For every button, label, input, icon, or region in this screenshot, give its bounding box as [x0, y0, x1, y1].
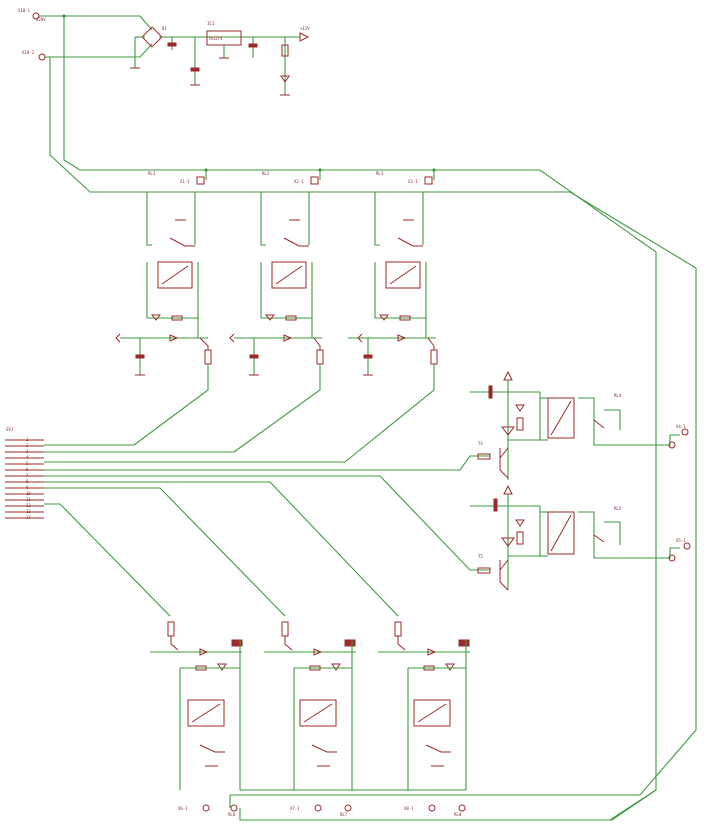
- wire-ac2: [45, 43, 153, 58]
- power-supply: X10-1 220V X10-2 B1 IC1 7812TV: [18, 8, 310, 96]
- relay-block-8: X8-1 RL8: [378, 621, 470, 817]
- connector-pin-label: 11: [26, 497, 31, 502]
- connector-pin-label: 8: [26, 479, 29, 484]
- top-relay-row: RL1 X1-1 RL2 X2-1: [115, 171, 438, 463]
- relay-coil-icon: [157, 261, 193, 289]
- relay-coil-icon: [271, 261, 307, 289]
- regulator-label: IC1: [207, 21, 215, 26]
- transistor-label: T4: [478, 441, 483, 446]
- input-pad-2-label: X10-2: [22, 50, 35, 55]
- relay-terminal-icon[interactable]: [458, 804, 466, 812]
- relay-pad-icon[interactable]: [196, 176, 205, 185]
- connector-pin-label: 5: [26, 461, 29, 466]
- relay-terminal-icon[interactable]: [428, 804, 436, 812]
- relay-coil-icon: [413, 699, 451, 727]
- connector-pin-label: 2: [26, 443, 29, 448]
- relay-terminal-icon[interactable]: [681, 428, 689, 436]
- relay-label: RL1: [148, 171, 156, 176]
- supply-arrow-icon: [503, 484, 513, 495]
- relay-pad-label: X1-1: [180, 179, 190, 184]
- relay-pad-label: X5-1: [676, 538, 686, 543]
- relay-block-1: RL1 X1-1: [115, 171, 212, 446]
- relay-terminal-icon[interactable]: [202, 804, 210, 812]
- bottom-relay-row: X6-1 RL6 X7-1 RL7: [150, 621, 657, 821]
- bus-wires: [49, 16, 697, 821]
- relay-terminal-icon[interactable]: [668, 554, 676, 562]
- relay-terminal-icon[interactable]: [230, 804, 238, 812]
- relay-label: RL7: [340, 812, 348, 817]
- relay-pad-icon[interactable]: [424, 176, 433, 185]
- connector-pin-label: 4: [26, 455, 29, 460]
- relay-label: RL6: [228, 812, 236, 817]
- connector-pin-label: 3: [26, 449, 29, 454]
- supply-arrow-icon: [299, 32, 310, 42]
- relay-coil-icon: [385, 261, 421, 289]
- relay-coil-icon: [547, 511, 575, 555]
- relay-label: RL8: [454, 812, 462, 817]
- relay-block-3: RL3 X3-1: [344, 171, 438, 463]
- relay-terminal-icon[interactable]: [314, 804, 322, 812]
- relay-label: RL5: [614, 506, 622, 511]
- supply-arrow-icon: [503, 370, 513, 381]
- connector-pin-label: 12: [26, 503, 31, 508]
- bridge-rectifier-icon: [141, 26, 163, 48]
- relay-label: RL2: [262, 171, 270, 176]
- bridge-label: B1: [162, 26, 167, 31]
- connector-pin-label: 9: [26, 485, 29, 490]
- connector-pin-label: 10: [26, 491, 31, 496]
- relay-coil-icon: [299, 699, 337, 727]
- relay-pad-label: X3-1: [408, 179, 418, 184]
- middle-relay-row: T4 X4-1 RL4 T: [470, 370, 691, 591]
- relay-coil-icon: [187, 699, 225, 727]
- relay-block-5: T5 X5-1 RL5: [470, 484, 691, 591]
- relay-block-4: T4 X4-1 RL4: [470, 370, 689, 480]
- relay-label: RL3: [376, 171, 384, 176]
- connector-sv1: SV1: [5, 427, 490, 617]
- connector-pin-label: 6: [26, 467, 29, 472]
- relay-pad-icon[interactable]: [310, 176, 319, 185]
- relay-block-7: X7-1 RL7: [264, 621, 356, 817]
- input-pad-1-label: X10-1: [18, 8, 31, 13]
- relay-coil-icon: [547, 397, 575, 439]
- relay-pad-label: X8-1: [404, 806, 414, 811]
- connector-pin-label: 13: [26, 509, 31, 514]
- relay-pad-label: X2-1: [294, 179, 304, 184]
- regulator-part: 7812TV: [208, 36, 223, 41]
- relay-terminal-icon[interactable]: [683, 542, 691, 550]
- wire-ac1: [39, 15, 153, 31]
- relay-block-2: RL2 X2-1: [229, 171, 324, 453]
- relay-terminal-icon[interactable]: [668, 441, 676, 449]
- relay-pad-label: X6-1: [178, 806, 188, 811]
- input-pad-1-value: 220V: [36, 17, 46, 22]
- transistor-label: T5: [478, 554, 483, 559]
- input-pad-2[interactable]: [38, 53, 46, 61]
- relay-pad-label: X7-1: [290, 806, 300, 811]
- relay-label: RL4: [614, 393, 622, 398]
- connector-pin-label: 14: [26, 515, 31, 520]
- connector-pin-label: 7: [26, 473, 29, 478]
- connector-pins: [5, 439, 44, 519]
- connector-label: SV1: [6, 427, 14, 432]
- connector-pin-label: 1: [26, 437, 29, 442]
- relay-pad-label: X4-1: [676, 424, 686, 429]
- supply-label: +12V: [300, 26, 310, 31]
- relay-terminal-icon[interactable]: [344, 804, 352, 812]
- relay-block-6: X6-1 RL6: [150, 621, 243, 817]
